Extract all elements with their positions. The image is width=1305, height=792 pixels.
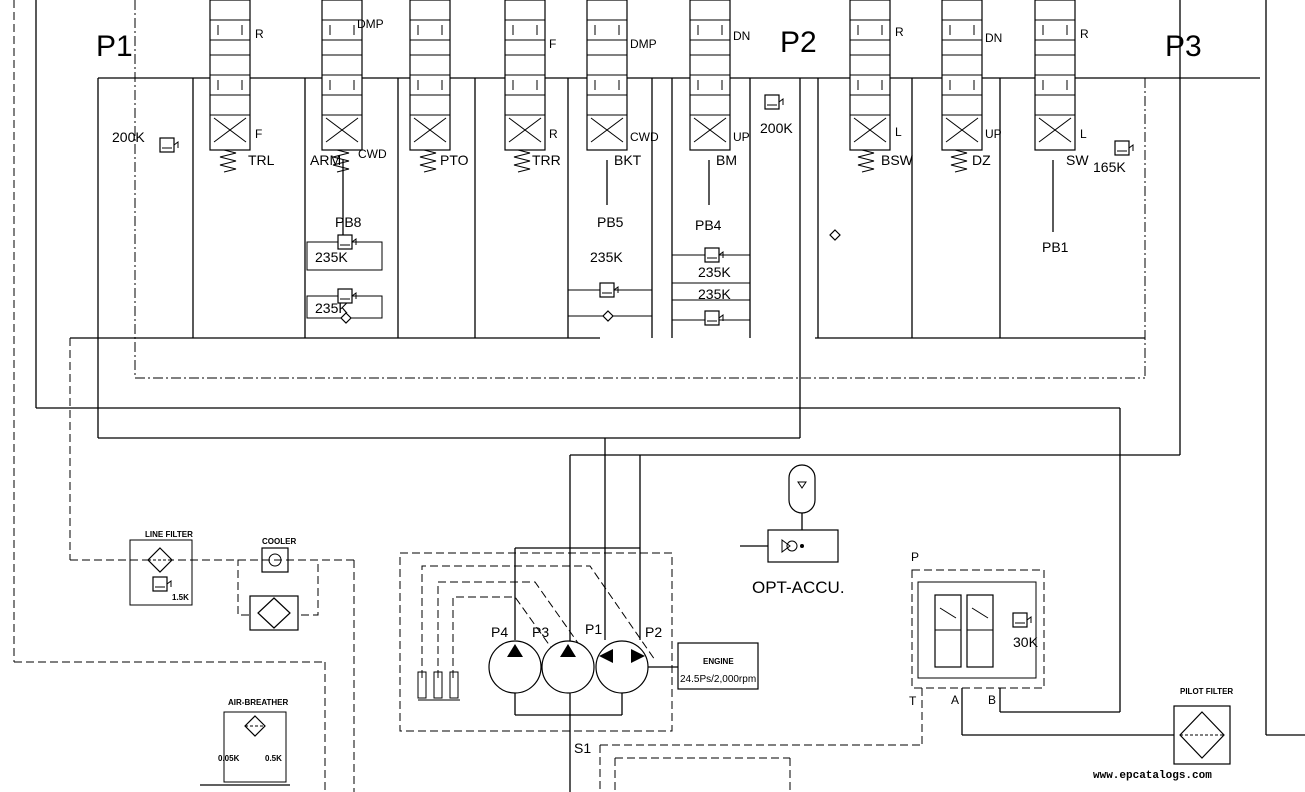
pump-p1: P1 [585, 621, 602, 637]
relief-165k: 165K [1093, 159, 1126, 175]
relief-235k-a: 235K [315, 249, 348, 265]
spool-bkt-bottom: CWD [630, 130, 659, 144]
cooler: COOLER [237, 537, 319, 631]
spool-bkt-name: BKT [614, 152, 642, 168]
watermark: www.epcatalogs.com [1093, 770, 1212, 782]
engine-spec: 24.5Ps/2,000rpm [680, 674, 756, 685]
spool-dz-bottom: UP [985, 127, 1002, 141]
spool-labels: R F TRL DMP ARM CWD PTO F R TRR DMP CWD … [248, 17, 1089, 168]
valve-bank [192, 0, 1145, 339]
pilot-valve-block: 30K P T A B [599, 455, 1175, 792]
line-filter: LINE FILTER 1.5K [129, 530, 193, 606]
spool-sw-name: SW [1066, 152, 1089, 168]
relief-200k-right: 200K [760, 120, 793, 136]
relief-200k-left: 200K [112, 129, 145, 145]
port-pb5: PB5 [597, 214, 624, 230]
spool-sw-bottom: L [1080, 127, 1087, 141]
pilot-port-a: A [951, 693, 959, 707]
spool-trr-name: TRR [532, 152, 561, 168]
accumulator: OPT-ACCU. [740, 464, 845, 597]
spool-trl-name: TRL [248, 152, 275, 168]
spool-sw-top: R [1080, 27, 1089, 41]
pilot-port-p: P [911, 550, 919, 564]
pump-label-p3: P3 [1165, 30, 1202, 63]
relief-235k-e: 235K [698, 286, 731, 302]
pilot-port-b: B [988, 693, 996, 707]
breather-value-a: 0.05K [218, 754, 240, 763]
pilot-ports: PB8 PB5 PB4 PB1 [335, 160, 1069, 255]
spool-arm-cwd: CWD [358, 147, 387, 161]
port-pb1: PB1 [1042, 239, 1069, 255]
pilot-port-t: T [909, 694, 917, 708]
spool-dz-name: DZ [972, 152, 991, 168]
pump-p3: P3 [532, 624, 549, 640]
cooler-label: COOLER [262, 537, 296, 546]
spool-bm-top: DN [733, 29, 750, 43]
pump-p2: P2 [645, 624, 662, 640]
spool-bm-bottom: UP [733, 130, 750, 144]
spool-bsw-name: BSW [881, 152, 914, 168]
relief-235k-b: 235K [315, 300, 348, 316]
spool-trr-bottom: R [549, 127, 558, 141]
spool-bm-name: BM [716, 152, 737, 168]
spool-trr-top: F [549, 37, 556, 51]
air-breather: AIR-BREATHER 0.05K 0.5K [200, 698, 290, 786]
breather-value-b: 0.5K [265, 754, 282, 763]
spool-bkt-top: DMP [630, 37, 657, 51]
pilot-filter-label: PILOT FILTER [1180, 687, 1233, 696]
pump-suction: S1 [574, 740, 591, 756]
pilot-filter: PILOT FILTER [1173, 687, 1233, 765]
relief-235k-c: 235K [590, 249, 623, 265]
spool-trl-bottom: F [255, 127, 262, 141]
port-pb4: PB4 [695, 217, 722, 233]
spool-dz-top: DN [985, 31, 1002, 45]
spool-pto-name: PTO [440, 152, 469, 168]
accumulator-label: OPT-ACCU. [752, 578, 845, 597]
engine-title: ENGINE [703, 657, 734, 666]
pump-label-p2: P2 [780, 26, 817, 59]
tank-return-lines [13, 0, 1305, 792]
relief-30k: 30K [1013, 634, 1039, 650]
pump-p4: P4 [491, 624, 508, 640]
line-filter-value: 1.5K [172, 593, 189, 602]
spool-trl-top: R [255, 27, 264, 41]
pump-unit: P4 P3 P1 P2 S1 [399, 547, 678, 756]
engine: ENGINE 24.5Ps/2,000rpm [677, 642, 759, 690]
line-filter-label: LINE FILTER [145, 530, 193, 539]
spool-arm-top: DMP [357, 17, 384, 31]
relief-235k-d: 235K [698, 264, 731, 280]
relief-valves: 200K 200K 165K 235K 235K 235K 235K 235K [112, 94, 1134, 326]
air-breather-label: AIR-BREATHER [228, 698, 289, 707]
port-pb8: PB8 [335, 214, 362, 230]
spool-bsw-bottom: L [895, 125, 902, 139]
pump-label-p1: P1 [96, 30, 133, 63]
spool-bsw-top: R [895, 25, 904, 39]
spool-arm-name: ARM [310, 152, 341, 168]
